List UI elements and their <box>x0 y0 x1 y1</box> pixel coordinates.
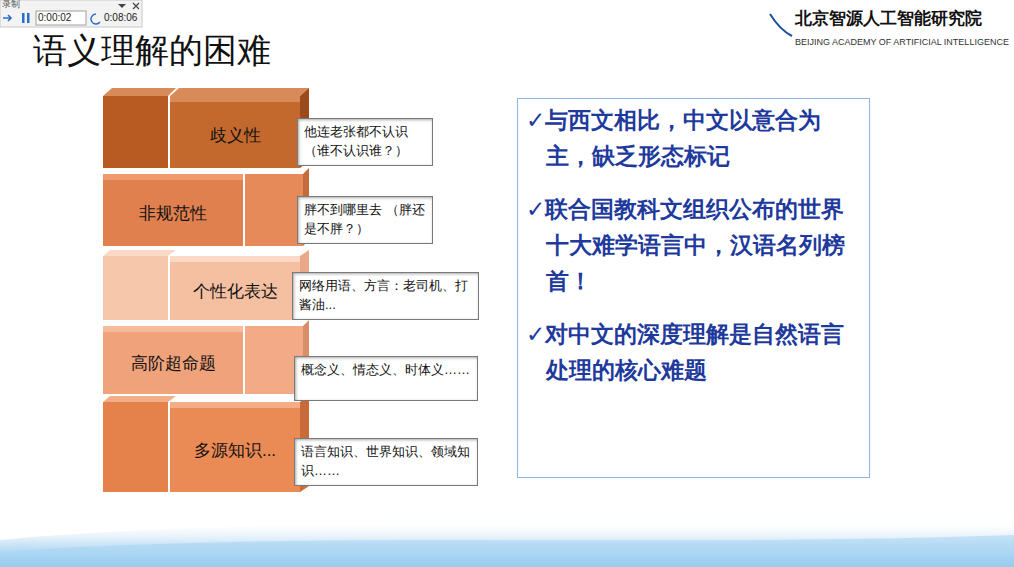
brick-top <box>103 396 176 402</box>
point-text: ✓联合国教科文组织公布的世界十大难学语言中，汉语名列榜首！ <box>526 192 859 299</box>
point-text: ✓对中文的深度理解是自然语言处理的核心难题 <box>526 317 859 388</box>
play-icon <box>3 15 11 21</box>
example-text: 网络用语、方言：老司机、打酱油... <box>299 277 472 315</box>
time-field <box>36 11 86 25</box>
slide-title: 语义理解的困难 <box>33 28 271 74</box>
logo-english: BEIJING ACADEMY OF ARTIFICIAL INTELLIGEN… <box>795 37 1009 49</box>
brick-label: 多源知识... <box>170 402 300 492</box>
difficulty-name: 多源知识... <box>194 439 276 462</box>
brick-label: 非规范性 <box>103 174 243 246</box>
elapsed-time: 0:00:02 <box>38 11 71 24</box>
example-text: 语言知识、世界知识、领域知识…… <box>301 443 471 481</box>
difficulty-name: 非规范性 <box>139 202 207 225</box>
brick <box>103 256 168 320</box>
recorder-bar <box>0 0 142 27</box>
logo-mark <box>770 14 792 36</box>
bottom-wave <box>0 520 1014 567</box>
brick <box>245 174 303 246</box>
difficulty-name: 歧义性 <box>210 124 261 147</box>
brick <box>103 402 168 492</box>
brick-label: 歧义性 <box>170 96 300 168</box>
brick-top <box>103 250 176 256</box>
brick-top <box>103 88 176 96</box>
callout-box: 语言知识、世界知识、领域知识…… <box>294 438 478 486</box>
callout-box: 概念义、情态义、时体义…… <box>294 356 478 401</box>
pause-icon <box>27 13 30 23</box>
brick <box>103 96 168 168</box>
example-text: 胖不到哪里去 （胖还是不胖？） <box>304 201 426 239</box>
brick-label: 个性化表达 <box>170 256 300 320</box>
point-text: ✓与西文相比，中文以意合为主，缺乏形态标记 <box>526 103 859 174</box>
example-text: 概念义、情态义、时体义…… <box>301 361 471 380</box>
brick-wall <box>103 88 309 492</box>
difficulty-name: 个性化表达 <box>193 280 278 303</box>
summary-panel: ✓与西文相比，中文以意合为主，缺乏形态标记 ✓联合国教科文组织公布的世界十大难学语… <box>517 98 870 478</box>
callout-box: 网络用语、方言：老司机、打酱油... <box>292 272 479 320</box>
brick-label: 高阶超命题 <box>103 326 243 394</box>
recorder-label: 录制 <box>2 0 20 11</box>
undo-icon <box>91 14 100 24</box>
logo-name: 北京智源人工智能研究院 <box>795 8 982 30</box>
brick-top <box>170 88 309 96</box>
dropdown-icon <box>118 4 126 8</box>
total-time: 0:08:06 <box>104 11 137 24</box>
pause-icon <box>22 13 25 23</box>
bottom-wave <box>0 535 1014 567</box>
close-icon <box>133 3 139 9</box>
example-text: 他连老张都不认识 （谁不认识谁？） <box>304 123 426 161</box>
callout-box: 胖不到哪里去 （胖还是不胖？） <box>297 196 433 244</box>
callout-box: 他连老张都不认识 （谁不认识谁？） <box>297 118 433 166</box>
difficulty-name: 高阶超命题 <box>131 352 216 375</box>
